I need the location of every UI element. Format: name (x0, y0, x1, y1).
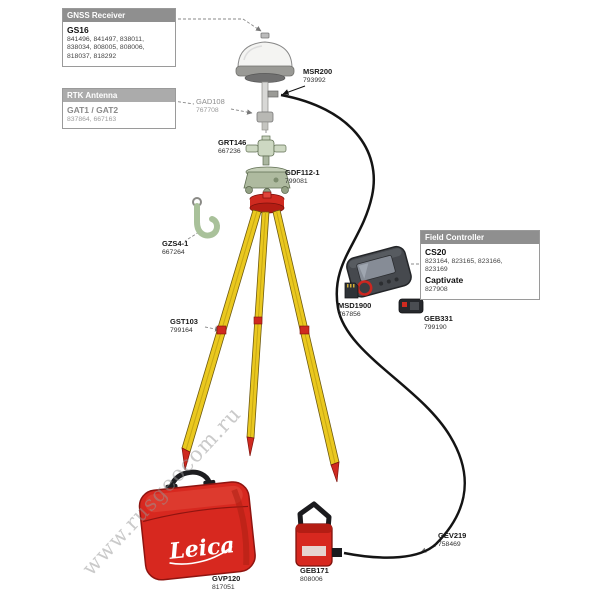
gnss-receiver-model: GS16 (67, 25, 89, 35)
label-msd1900: MSD1900 767856 (338, 301, 372, 318)
label-gad108: GAD108 767708 (196, 97, 225, 114)
sd-card-msd1900 (344, 282, 359, 299)
field-controller-box: Field Controller CS20 823164, 823165, 82… (420, 230, 540, 300)
label-gvp120: GVP120 817051 (212, 574, 241, 591)
label-msr200: MSR200 793992 (303, 67, 333, 84)
height-hook-gzs4 (192, 197, 220, 239)
rtk-antenna-numbers: 837864, 667163 (67, 115, 117, 123)
field-controller-software-number: 827908 (425, 285, 448, 293)
field-controller-header: Field Controller (421, 231, 539, 244)
gnss-receiver-header: GNSS Receiver (63, 9, 175, 22)
field-controller-software: Captivate (425, 275, 464, 286)
rtk-antenna-box: RTK Antenna GAT1 / GAT2 837864, 667163 (62, 88, 176, 130)
label-grt146: GRT146 667236 (218, 138, 247, 155)
cable (280, 93, 466, 559)
label-gst103: GST103 799164 (170, 317, 198, 334)
tripod-gst103 (181, 191, 340, 483)
carrier-grt146 (245, 135, 287, 166)
battery-geb331 (398, 298, 424, 314)
field-controller-numbers: 823169 (425, 266, 448, 274)
external-battery-geb171 (295, 501, 342, 567)
carrying-case-gvp120: Leica (138, 469, 256, 581)
label-gdf112: GDF112-1 799081 (285, 168, 320, 185)
tribrach-gdf112 (243, 166, 291, 196)
field-controller-model: CS20 (425, 247, 447, 257)
label-gzs4: GZS4-1 667264 (162, 239, 189, 256)
controller-cs20 (346, 245, 412, 298)
antenna-pole (256, 81, 279, 131)
gnss-antenna (235, 32, 295, 83)
label-geb331: GEB331 799190 (424, 314, 453, 331)
label-geb171: GEB171 808006 (300, 566, 329, 583)
gnss-receiver-box: GNSS Receiver GS16 841496, 841497, 83801… (62, 8, 176, 68)
rtk-antenna-model: GAT1 / GAT2 (67, 105, 119, 115)
gnss-receiver-numbers: 841496, 841497, 838011, (67, 35, 144, 43)
label-gev219: GEV219 758469 (438, 531, 467, 548)
rtk-antenna-header: RTK Antenna (63, 89, 175, 102)
cable-plug (332, 548, 342, 557)
field-controller-numbers: 823164, 823165, 823166, (425, 257, 503, 265)
gnss-receiver-numbers: 818037, 818292 (67, 53, 117, 61)
gnss-receiver-numbers: 838034, 808005, 808006, (67, 44, 145, 52)
msr200-pointer (282, 85, 306, 95)
